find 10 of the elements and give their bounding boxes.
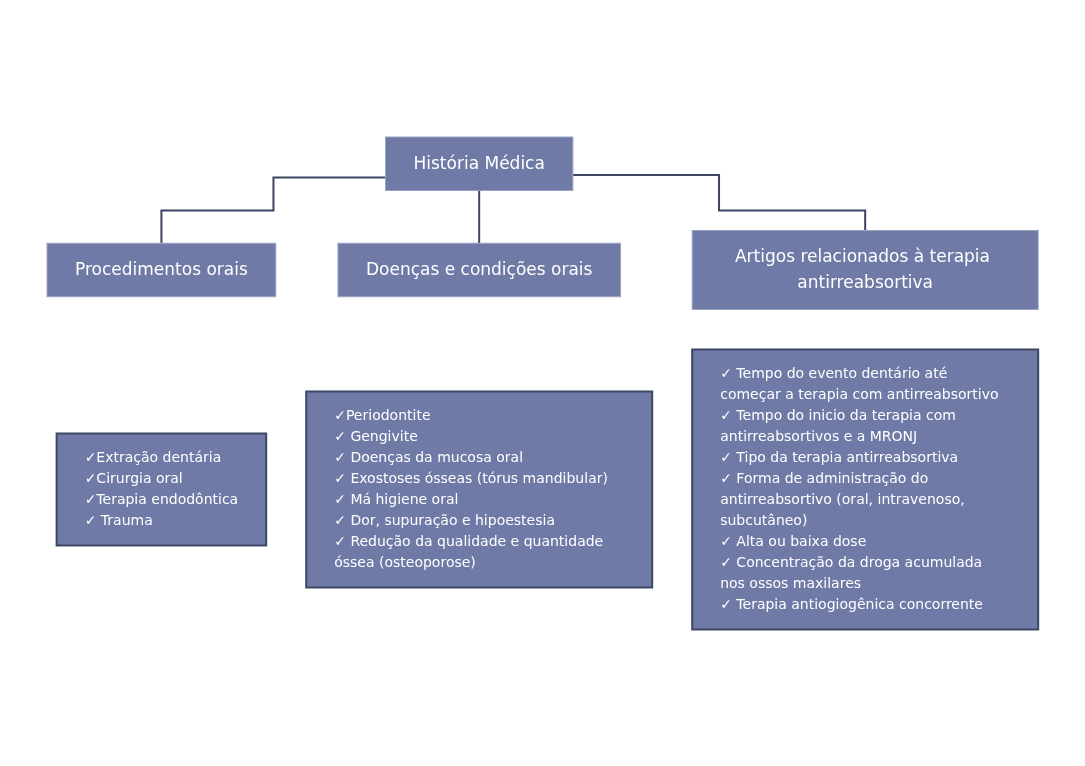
connector	[160, 176, 387, 244]
node-box: ✓Extração dentária ✓Cirurgia oral ✓Terapia endodôntica ✓ Trauma	[55, 432, 268, 547]
node-box: ✓ Tempo do evento dentário até começar a terapia com antirreabsortivo ✓ Tempo do inicio da terapia com antirreabsortivos e a MRONJ ✓ Tipo da terapia antirreabsortiva ✓ Forma de administração do antirreabsortivo (oral, intravenoso, subcutâneo) ✓ Alta ou baixa dose ✓ Concentração da droga acumulada nos ossos maxilares ✓ Terapia antiogiogênica concorrente	[691, 348, 1040, 631]
node-box: ✓Periodontite ✓ Gengivite ✓ Doenças da mucosa oral ✓ Exostoses ósseas (tórus mandibular) ✓ Má higiene oral ✓ Dor, supuração e hipoestesia ✓ Redução da qualidade e quantidade óssea (osteoporose)	[305, 390, 654, 589]
connector	[478, 189, 481, 244]
node-box: Artigos relacionados à terapia antirreabsortiva	[691, 229, 1039, 310]
node-box: História Médica	[384, 136, 574, 191]
connector	[571, 173, 867, 232]
node-box: Procedimentos orais	[46, 242, 277, 297]
node-box: Doenças e condições orais	[337, 242, 621, 297]
